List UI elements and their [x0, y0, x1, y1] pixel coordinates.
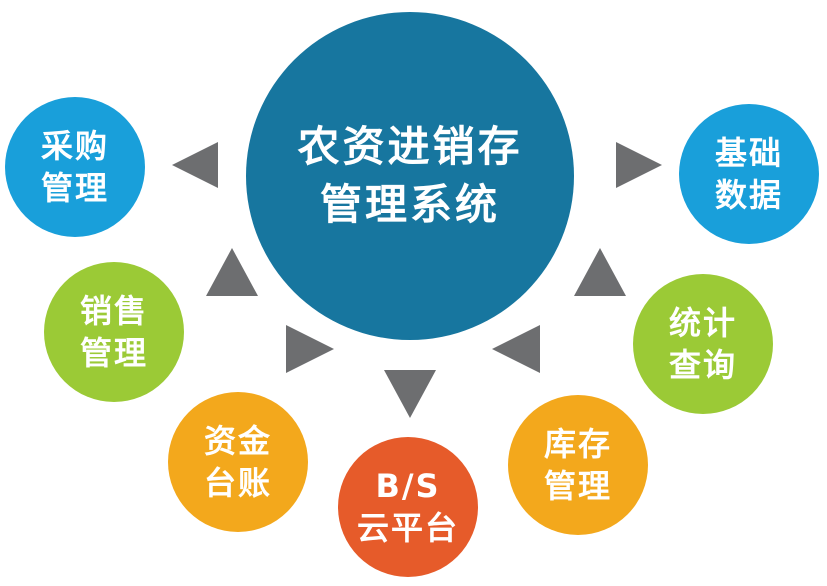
inventory-label-line1: 库存	[543, 425, 612, 463]
node-purchase: 采购 管理	[5, 97, 145, 237]
purchase-label-line2: 管理	[40, 169, 109, 207]
arrow-from-inventory	[492, 325, 540, 373]
node-statistics: 统计 查询	[633, 274, 773, 414]
purchase-label-line1: 采购	[40, 127, 109, 165]
arrow-to-platform	[384, 370, 436, 418]
sales-label-line2: 管理	[79, 334, 148, 372]
center-title-line2: 管理系统	[319, 180, 500, 229]
arrow-to-statistics	[574, 248, 626, 296]
statistics-label-line2: 查询	[668, 346, 737, 384]
platform-label-line1: B/S	[375, 467, 441, 505]
sales-label-line1: 销售	[79, 292, 148, 330]
arrow-from-funds	[286, 325, 334, 373]
arrow-to-sales	[206, 248, 258, 296]
arrow-to-purchase	[172, 142, 218, 188]
platform-label-line2: 云平台	[356, 509, 459, 547]
funds-label-line2: 台账	[203, 464, 272, 502]
center-title-line1: 农资进销存	[297, 122, 523, 171]
node-sales: 销售 管理	[44, 262, 184, 402]
node-platform: B/S 云平台	[338, 437, 478, 577]
statistics-label-line1: 统计	[668, 304, 737, 342]
node-inventory: 库存 管理	[508, 395, 648, 535]
basedata-label-line1: 基础	[714, 134, 783, 172]
funds-label-line1: 资金	[203, 422, 272, 460]
arrow-to-basedata	[616, 142, 662, 188]
inventory-label-line2: 管理	[543, 467, 612, 505]
center-node-system: 农资进销存 管理系统	[246, 12, 574, 340]
node-basedata: 基础 数据	[679, 104, 819, 244]
basedata-label-line2: 数据	[714, 176, 783, 214]
node-funds: 资金 台账	[168, 392, 308, 532]
